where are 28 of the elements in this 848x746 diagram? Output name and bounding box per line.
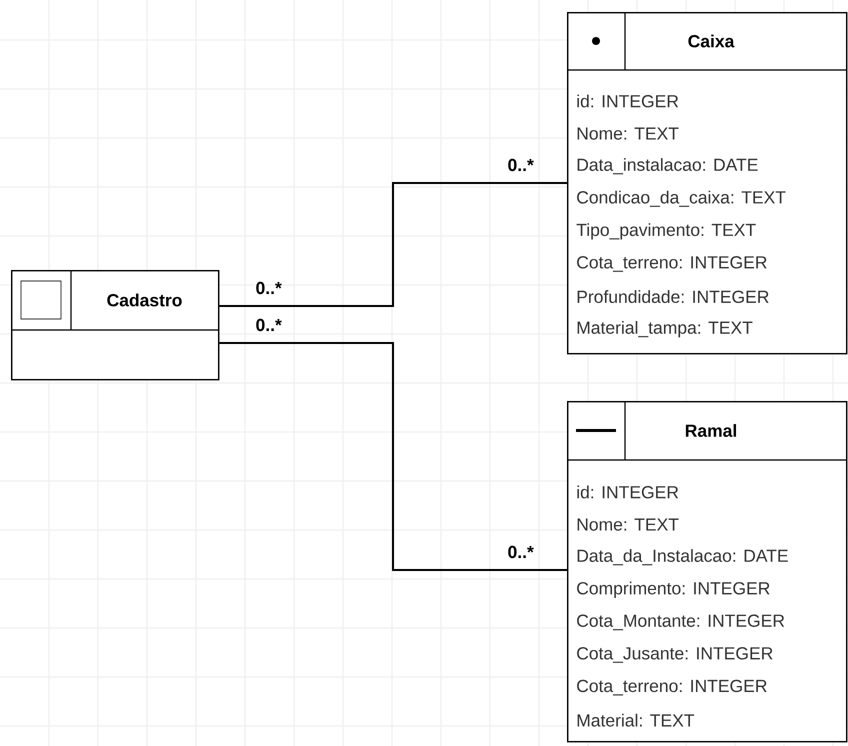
attribute-text: id: INTEGER	[577, 94, 678, 108]
connector-line	[219, 182, 567, 307]
attribute-text: Data_da_Instalacao: DATE	[578, 549, 788, 566]
attribute-text: Material_tampa: TEXT	[578, 321, 752, 338]
multiplicity-label: 0..*	[508, 158, 534, 172]
attribute-text: Material: TEXT	[578, 714, 694, 727]
attribute-text: Cota_terreno: INTEGER	[577, 680, 767, 696]
multiplicity-label: 0..*	[256, 282, 282, 294]
class-name: Cadastro	[107, 294, 182, 306]
connector-line	[219, 342, 567, 571]
attribute-text: id: INTEGER	[577, 486, 678, 498]
class-box	[11, 270, 220, 380]
attribute-text: Cota_Jusante: INTEGER	[577, 647, 772, 663]
attribute-text: Data_instalacao: DATE	[578, 158, 758, 174]
attribute-text: Cota_Montante: INTEGER	[577, 614, 784, 630]
attribute-text: Cota_terreno: INTEGER	[577, 256, 767, 272]
attribute-text: Nome: TEXT	[578, 127, 679, 140]
attribute-text: Profundidade: INTEGER	[578, 290, 769, 304]
multiplicity-label: 0..*	[256, 318, 282, 332]
class-name: Caixa	[688, 34, 734, 48]
class-box	[567, 401, 848, 742]
attribute-text: Tipo_pavimento: TEXT	[576, 223, 756, 240]
attribute-text: Nome: TEXT	[578, 518, 679, 531]
multiplicity-label: 0..*	[508, 546, 534, 558]
attribute-text: Comprimento: INTEGER	[577, 582, 770, 598]
attribute-text: Condicao_da_caixa: TEXT	[577, 190, 786, 207]
class-box	[567, 12, 848, 354]
class-name: Ramal	[686, 424, 736, 437]
